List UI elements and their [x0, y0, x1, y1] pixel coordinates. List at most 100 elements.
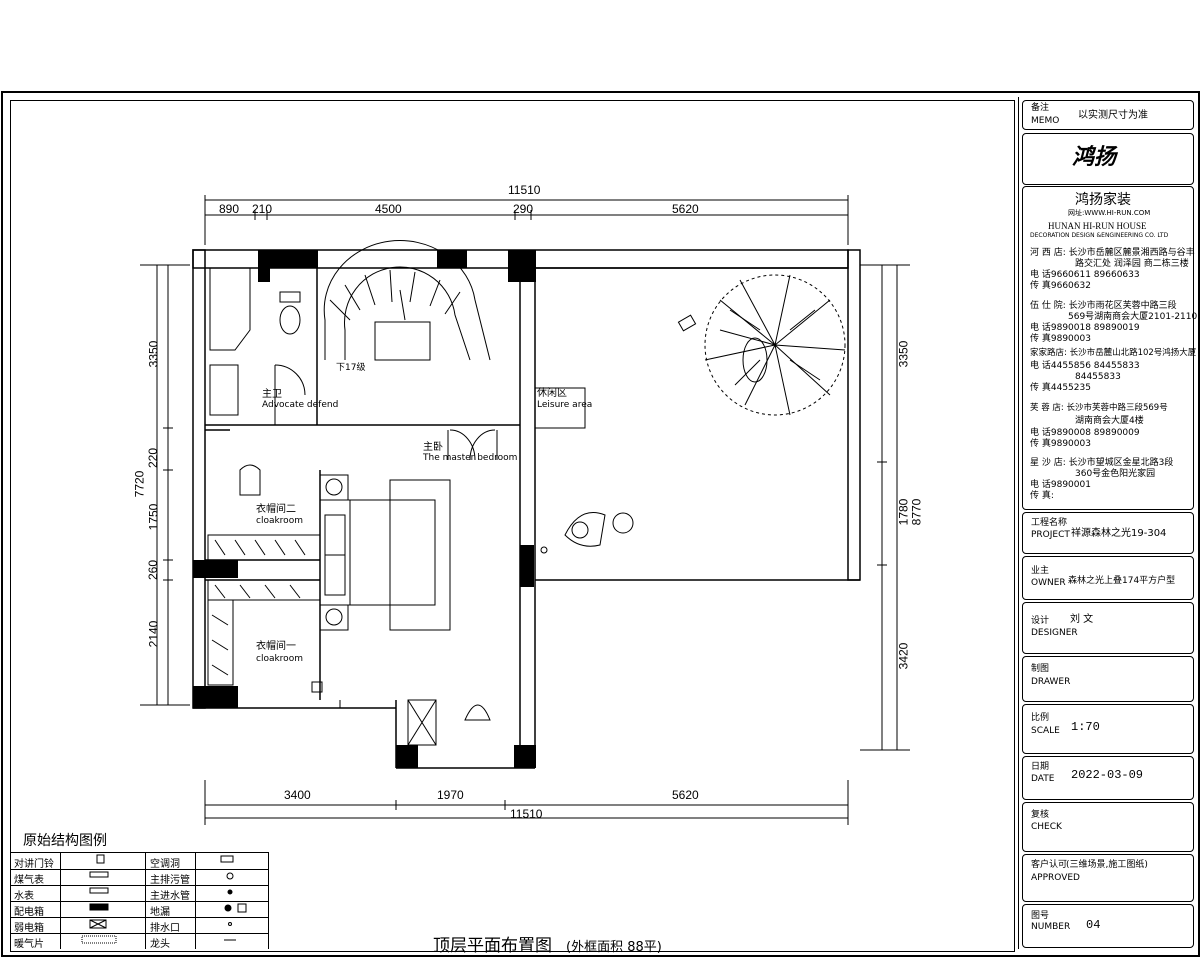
office-line: 芙 蓉 店: 长沙市芙蓉中路三段569号	[1030, 403, 1168, 413]
leisure-label-en: Leisure area	[537, 400, 593, 410]
water-inlet-symbol-icon	[227, 889, 233, 895]
number-label-cn: 图号	[1031, 911, 1050, 921]
weak-box-symbol-icon	[89, 919, 107, 929]
left-dim-4: 260	[146, 559, 161, 581]
cloakroom-1-label-en: cloakroom	[256, 654, 303, 664]
office-line: 传 真9890003	[1030, 334, 1091, 344]
legend-table	[10, 852, 269, 949]
left-dim-2: 220	[146, 447, 161, 469]
top-dim-5: 5620	[672, 202, 699, 216]
memo-label-cn: 备注	[1031, 103, 1050, 113]
stair-label: 下17级	[336, 363, 366, 373]
floor-drain-symbol-icon	[224, 904, 232, 912]
drawer-box	[1022, 656, 1194, 702]
bottom-dim-2: 1970	[437, 788, 464, 802]
drain-outlet-symbol-icon	[228, 922, 232, 926]
master-bedroom-label-cn: 主卧	[423, 442, 443, 453]
office-line: 传 真9660632	[1030, 281, 1091, 291]
designer-label-en: DESIGNER	[1031, 628, 1078, 638]
legend-symbols	[81, 854, 247, 944]
title-block	[1018, 97, 1194, 949]
left-dim-5: 2140	[146, 620, 161, 648]
date-value: 2022-03-09	[1071, 768, 1144, 782]
legend-item: 对讲门铃	[14, 859, 54, 870]
legend-item: 煤气表	[14, 875, 44, 886]
distribution-box-symbol-icon	[89, 903, 109, 911]
leisure-label-cn: 休闲区	[537, 388, 567, 399]
bathroom-label-en: Advocate defend	[262, 400, 339, 410]
number-label-en: NUMBER	[1031, 922, 1071, 932]
date-box	[1022, 756, 1194, 800]
office-line: 360号金色阳光家园	[1075, 469, 1156, 479]
company-name-en2: DECORATION DESIGN &ENGINEERING CO. LTD	[1030, 232, 1169, 239]
project-box	[1022, 512, 1194, 554]
approved-label-cn: 客户认可	[1031, 860, 1068, 870]
legend-title: 原始结构图例	[23, 833, 107, 849]
top-total-dimension: 11510	[508, 183, 541, 197]
owner-label-en: OWNER	[1031, 578, 1066, 588]
legend-item: 暖气片	[14, 939, 44, 950]
title-underline	[425, 956, 670, 957]
left-total-dimension: 7720	[132, 470, 147, 498]
left-dim-3: 1750	[146, 503, 161, 531]
top-dim-3: 4500	[375, 202, 402, 216]
approved-value: (三维场景,施工图纸)	[1066, 860, 1148, 870]
drawer-label-en: DRAWER	[1031, 677, 1071, 687]
number-box	[1022, 904, 1194, 948]
company-logo: 鸿扬	[1072, 144, 1117, 170]
sewage-pipe-symbol-icon	[226, 872, 234, 880]
project-label-cn: 工程名称	[1031, 518, 1068, 528]
office-line: 84455833	[1075, 372, 1121, 382]
office-line: 星 沙 店: 长沙市望城区金星北路3段	[1030, 458, 1174, 468]
company-website: 网址:WWW.HI-RUN.COM	[1068, 209, 1151, 217]
scale-label-en: SCALE	[1031, 726, 1060, 736]
approved-box	[1022, 854, 1194, 902]
office-line: 569号湖南商会大厦2101-2110	[1068, 312, 1198, 322]
date-label-cn: 日期	[1031, 762, 1050, 772]
number-value: 04	[1086, 918, 1101, 932]
office-line: 传 真9890003	[1030, 439, 1091, 449]
left-dim-1: 3350	[146, 340, 161, 368]
legend-item: 地漏	[150, 907, 170, 918]
legend-item: 龙头	[150, 939, 170, 950]
ac-hole-symbol-icon	[220, 855, 234, 863]
legend-item: 弱电箱	[14, 923, 44, 934]
drawer-label-cn: 制图	[1031, 664, 1050, 674]
office-line: 电 话9660611 89660633	[1030, 270, 1140, 280]
floor-plan	[140, 195, 910, 825]
company-name-cn: 鸿扬家装	[1075, 192, 1131, 208]
office-line: 电 话4455856 84455833	[1030, 361, 1140, 371]
bottom-dim-3: 5620	[672, 788, 699, 802]
cloakroom-2-label-cn: 衣帽间二	[256, 504, 296, 515]
top-dim-4: 290	[513, 202, 534, 216]
office-line: 传 真:	[1030, 491, 1054, 501]
office-line: 电 话9890001	[1030, 480, 1091, 490]
designer-label-cn: 设计	[1031, 616, 1050, 626]
bottom-total-dimension: 11510	[510, 807, 543, 821]
scale-label-cn: 比例	[1031, 713, 1050, 723]
top-dim-1: 890	[219, 202, 240, 216]
legend-item: 主排污管	[150, 875, 190, 886]
owner-label-cn: 业主	[1031, 566, 1050, 576]
legend-item: 主进水管	[150, 891, 190, 902]
office-line: 传 真4455235	[1030, 383, 1091, 393]
approved-label-en: APPROVED	[1031, 873, 1080, 883]
master-bedroom-label-en: The master bedroom	[423, 453, 518, 463]
intercom-symbol-icon	[96, 854, 105, 864]
office-line: 电 话9890018 89890019	[1030, 323, 1140, 333]
top-dim-2: 210	[252, 202, 273, 216]
owner-box	[1022, 556, 1194, 600]
memo-value: 以实测尺寸为准	[1078, 110, 1148, 121]
legend-item: 空调洞	[150, 859, 180, 870]
check-box	[1022, 802, 1194, 852]
owner-value: 森林之光上叠174平方户型	[1068, 576, 1176, 586]
right-dim-2: 1780	[896, 498, 911, 526]
cloakroom-1-label-cn: 衣帽间一	[256, 641, 296, 652]
scale-value: 1:70	[1071, 720, 1100, 734]
project-value: 祥源森林之光19-304	[1071, 528, 1167, 539]
logo-box	[1022, 133, 1194, 185]
radiator-symbol-icon	[81, 935, 117, 944]
legend-item: 水表	[14, 891, 34, 902]
legend-item: 配电箱	[14, 907, 44, 918]
inner-frame	[10, 100, 1015, 952]
